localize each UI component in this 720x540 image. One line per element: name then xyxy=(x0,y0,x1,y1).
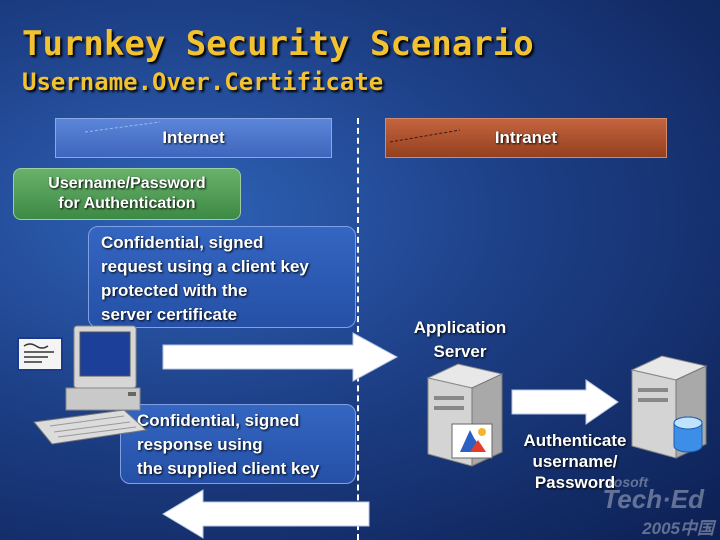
internet-zone-header: Internet xyxy=(55,118,332,158)
zone-divider xyxy=(357,118,359,540)
response-arrow xyxy=(162,489,370,539)
application-server-label: Application Server xyxy=(413,318,507,361)
authenticate-label: Authenticate username/ Password xyxy=(523,431,627,492)
authenticate-arrow xyxy=(511,379,619,425)
slide-subtitle: Username.Over.Certificate xyxy=(22,68,384,96)
teched-logo: rosoft Tech·Ed 2005中国 xyxy=(590,470,718,538)
logo-line-3: 2005中国 xyxy=(642,519,714,538)
request-arrow xyxy=(162,332,399,382)
response-description-text: Confidential, signed response using the … xyxy=(137,411,320,478)
auth-credentials-box: Username/Password for Authentication xyxy=(13,168,241,220)
database-icon xyxy=(673,416,703,453)
logo-line-2: Tech·Ed xyxy=(602,484,704,514)
application-icon xyxy=(451,423,493,459)
desktop-computer-icon xyxy=(33,325,148,445)
logo-line-1: rosoft xyxy=(608,474,648,490)
response-description-box: Confidential, signed response using the … xyxy=(120,404,356,484)
request-description-box: Confidential, signed request using a cli… xyxy=(88,226,356,328)
auth-credentials-text: Username/Password for Authentication xyxy=(48,175,206,212)
intranet-zone-header: Intranet xyxy=(385,118,667,158)
slide-title: Turnkey Security Scenario xyxy=(22,24,534,64)
request-description-text: Confidential, signed request using a cli… xyxy=(101,233,309,324)
certificate-icon xyxy=(17,337,63,371)
